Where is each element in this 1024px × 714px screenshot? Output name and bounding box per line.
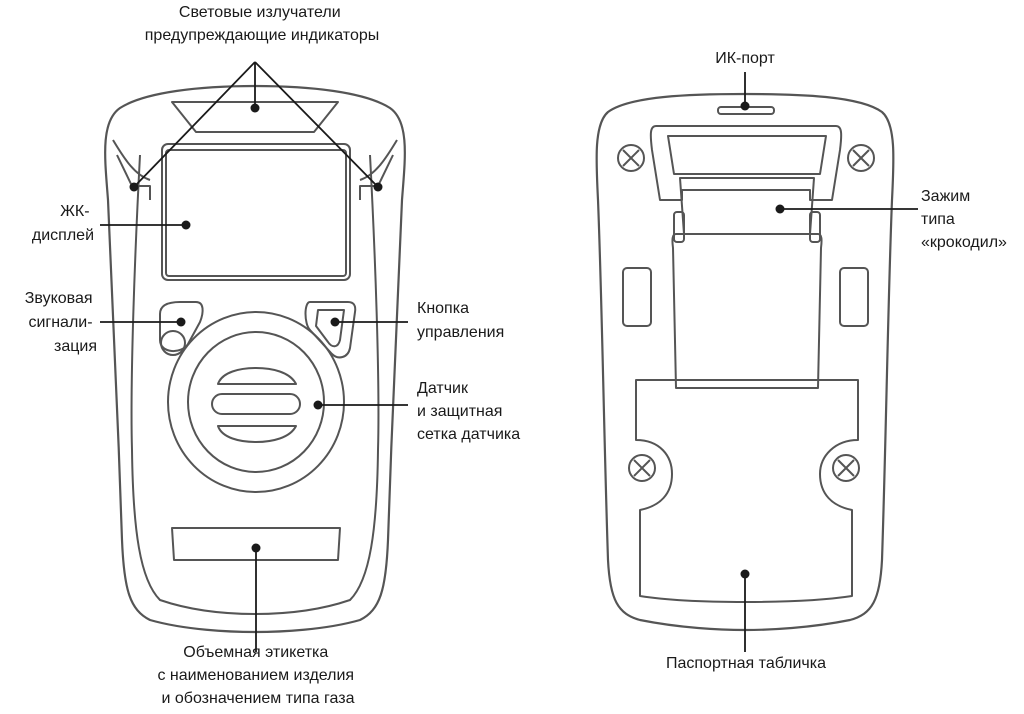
buzzer-housing	[159, 301, 204, 352]
control-button-inner	[315, 309, 345, 348]
product-label-line-2: с наименованием изделия	[157, 667, 354, 684]
sensor-label: Датчик и защитная сетка датчика	[417, 380, 520, 443]
ir-port-label: ИК-порт	[715, 50, 775, 67]
led-indicators-line-1: Световые излучатели	[179, 4, 341, 21]
sensor-outer-ring	[167, 311, 345, 493]
control-button-outer	[304, 301, 357, 359]
led-indicators-line-2: предупреждающие индикаторы	[145, 27, 380, 44]
nameplate-line-1: Паспортная табличка	[666, 655, 826, 672]
sensor-inner-ring	[187, 331, 325, 473]
led-indicators-label: Световые излучатели предупреждающие инди…	[145, 4, 380, 44]
audible-alarm-label: Звуковая сигнали- зация	[25, 290, 97, 355]
left-side-bevel	[112, 139, 151, 181]
clip-body	[671, 233, 823, 389]
button-label-line-2: управления	[417, 324, 504, 341]
right-side-bevel	[359, 139, 398, 181]
lcd-display-label: ЖК- дисплей	[32, 203, 94, 244]
lcd-frame	[161, 143, 351, 281]
clip-lever	[679, 177, 815, 235]
screw-icon	[832, 454, 860, 482]
leader-lines	[100, 61, 918, 652]
lcd-label-line-2: дисплей	[32, 227, 94, 244]
button-label-line-1: Кнопка	[417, 300, 469, 317]
left-side-slot	[622, 267, 652, 327]
left-hinge	[673, 211, 685, 243]
control-button-label: Кнопка управления	[417, 300, 504, 341]
right-side-slot	[839, 267, 869, 327]
left-led-ridge	[116, 154, 151, 200]
sensor-label-line-3: сетка датчика	[417, 426, 520, 443]
screw-icon	[617, 144, 645, 172]
alarm-label-line-3: зация	[54, 338, 97, 355]
product-label-caption: Объемная этикетка с наименованием издели…	[157, 644, 358, 707]
back-view	[595, 92, 895, 632]
alarm-label-line-1: Звуковая	[25, 290, 93, 307]
sensor-grille-bottom	[217, 425, 297, 443]
sensor-grille-middle	[211, 393, 301, 415]
clip-inner-frame	[667, 135, 827, 175]
screw-icon	[847, 144, 875, 172]
front-view	[104, 84, 406, 634]
clip-label-line-3: «крокодил»	[921, 234, 1007, 251]
product-label-line-1: Объемная этикетка	[183, 644, 328, 661]
lcd-label-line-1: ЖК-	[60, 203, 89, 220]
lcd-display	[165, 149, 347, 277]
label-plate	[171, 527, 341, 561]
alarm-label-line-2: сигнали-	[28, 314, 92, 331]
sensor-grille-top	[217, 367, 297, 385]
buzzer-grille	[160, 330, 186, 356]
clip-outer-frame	[649, 125, 843, 201]
product-label-line-3: и обозначением типа газа	[162, 690, 355, 707]
clip-label: Зажим типа «крокодил»	[921, 188, 1007, 251]
nameplate-area	[635, 379, 859, 603]
clip-label-line-2: типа	[921, 211, 955, 228]
top-led-strip	[171, 101, 339, 133]
clip-label-line-1: Зажим	[921, 188, 970, 205]
right-led-ridge	[359, 154, 394, 200]
sensor-label-line-1: Датчик	[417, 380, 469, 397]
front-body-outline	[104, 84, 406, 634]
right-hinge	[809, 211, 821, 243]
nameplate-label: Паспортная табличка	[666, 655, 826, 672]
screw-icon	[628, 454, 656, 482]
sensor-label-line-2: и защитная	[417, 403, 502, 420]
labels: Световые излучатели предупреждающие инди…	[25, 4, 1007, 707]
ir-port-line-1: ИК-порт	[715, 50, 775, 67]
